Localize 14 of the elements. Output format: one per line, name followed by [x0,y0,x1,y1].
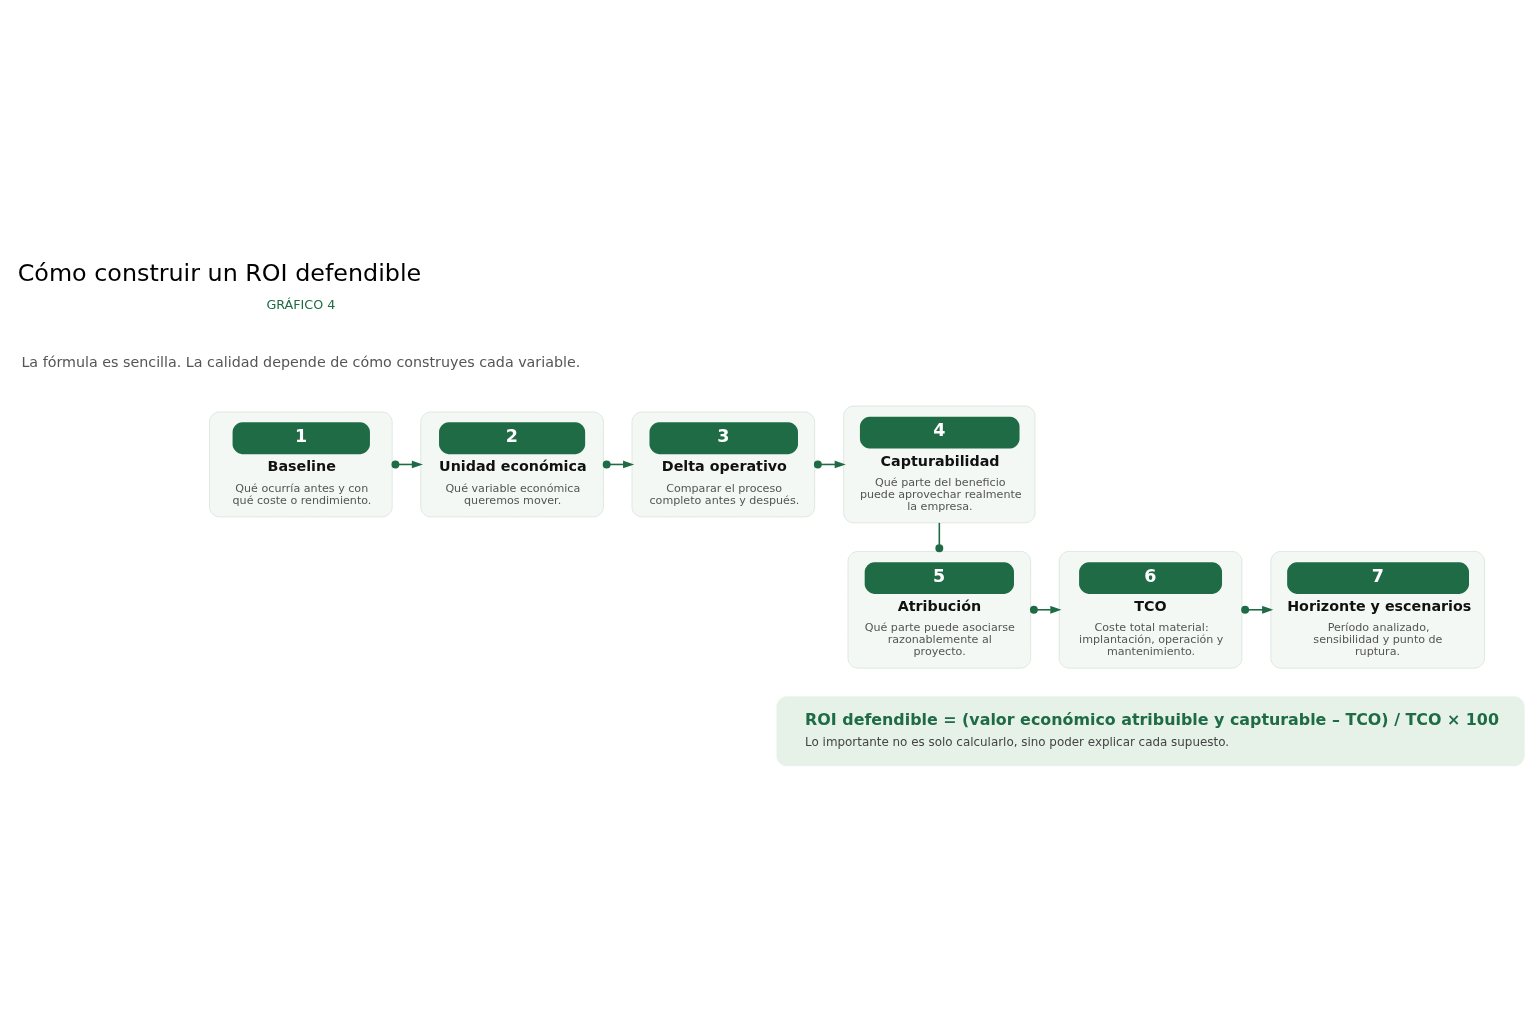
node-box: 3 Delta operativo Comparar el proceso completo antes y después. [631,411,816,517]
label: GRÁFICO 4 [266,296,336,312]
arrow [1241,605,1274,614]
connector [935,521,944,552]
node-box: ROI defendible = (valor económico atribuible y capturable – TCO) / TCO × 100 Lo importante no es solo calcularlo, sino poder explicar cada supuesto. [776,695,1525,766]
node-box: 5 Atribución Qué parte puede asociarse razonablemente al proyecto. [847,550,1032,669]
node-box: 6 TCO Coste total material: implantación, operación y mantenimiento. [1058,550,1243,669]
node-box: 1 Baseline Qué ocurría antes y con qué coste o rendimiento. [209,411,393,517]
diagram-title: Cómo construir un ROI defendible [17,258,422,287]
node-box: 4 Capturabilidad Qué parte del beneficio puede aprovechar realmente la empresa. [843,405,1036,523]
label: La fórmula es sencilla. La calidad depende de cómo construyes cada variable. [21,353,581,370]
node-box: 7 Horizonte y escenarios Período analizado, sensibilidad y punto de ruptura. [1270,550,1485,669]
arrow [1029,605,1062,614]
node-box: 2 Unidad económica Qué variable económica queremos mover. [420,411,604,517]
